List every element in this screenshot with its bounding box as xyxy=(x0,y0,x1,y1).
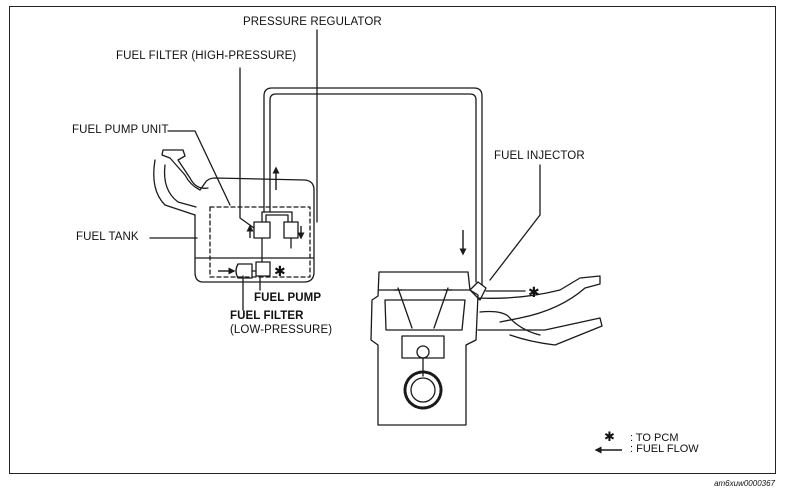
fuel-filter-low-pressure xyxy=(235,263,253,279)
asterisk-marker-pump: ✱ xyxy=(274,263,286,279)
diagram-frame xyxy=(9,6,776,474)
legend-to-pcm-text: : TO PCM xyxy=(630,432,679,444)
leader-fuel-pump-unit xyxy=(167,130,231,206)
label-fuel-injector: FUEL INJECTOR xyxy=(494,150,585,162)
fuel-pump-unit-outline xyxy=(209,206,311,278)
label-pressure-regulator: PRESSURE REGULATOR xyxy=(243,16,382,28)
label-fuel-filter-low-pressure: FUEL FILTER xyxy=(230,310,304,322)
fuel-tank xyxy=(194,177,315,283)
fuel-injector xyxy=(469,281,487,301)
legend-to-pcm: ✱ : TO PCM xyxy=(604,429,679,445)
leader-fuel-injector xyxy=(489,164,541,281)
legend-fuel-flow: : FUEL FLOW xyxy=(604,443,699,455)
legend-fuel-flow-text: : FUEL FLOW xyxy=(630,443,699,455)
label-fuel-filter-high-pressure: FUEL FILTER (HIGH-PRESSURE) xyxy=(116,50,297,62)
fuel-pump xyxy=(255,261,271,277)
legend-asterisk-symbol: ✱ xyxy=(604,429,615,444)
leader-fuel-filter-high xyxy=(239,67,255,229)
label-fuel-pump: FUEL PUMP xyxy=(254,292,322,304)
fuel-filter-high-pressure xyxy=(253,221,271,239)
label-fuel-filter-low-pressure-sub: (LOW-PRESSURE) xyxy=(230,324,333,336)
label-fuel-tank: FUEL TANK xyxy=(76,231,139,243)
figure-id: am6xuw0000367 xyxy=(714,479,775,488)
fuel-filler-neck xyxy=(161,149,209,191)
label-fuel-pump-unit: FUEL PUMP UNIT xyxy=(72,124,169,136)
asterisk-marker-injector: ✱ xyxy=(528,284,540,300)
pressure-regulator xyxy=(283,221,299,239)
fuel-supply-line xyxy=(263,87,483,286)
intake-manifold xyxy=(477,275,601,323)
